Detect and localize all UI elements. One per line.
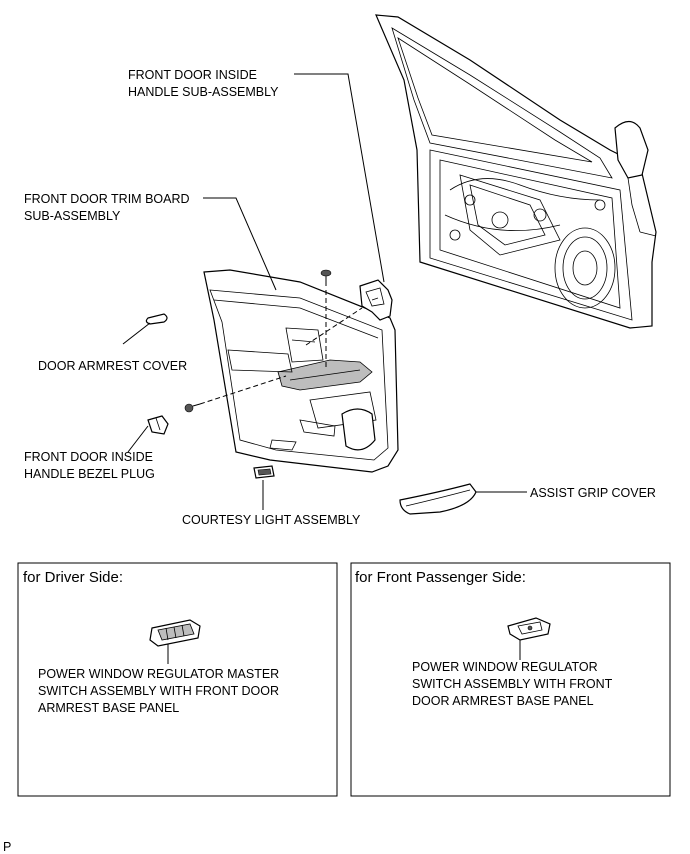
courtesy-light-illustration [253, 465, 275, 479]
driver-side-label: POWER WINDOW REGULATOR MASTER SWITCH ASS… [38, 667, 283, 715]
bezel-plug-illustration [147, 415, 169, 435]
trim-board-illustration [203, 269, 399, 473]
label-armrest-cover: DOOR ARMREST COVER [38, 359, 187, 373]
door-frame-illustration [375, 14, 657, 329]
passenger-side-label: POWER WINDOW REGULATOR SWITCH ASSEMBLY W… [412, 660, 616, 708]
armrest-cover-illustration [145, 313, 168, 325]
footer-code: P [3, 840, 11, 854]
driver-side-box: for Driver Side: POWER WINDOW REGULATOR … [17, 562, 338, 797]
passenger-side-title: for Front Passenger Side: [355, 569, 526, 586]
driver-side-title: for Driver Side: [23, 569, 123, 586]
assist-grip-cover-illustration [399, 483, 477, 515]
label-bezel-plug: FRONT DOOR INSIDE HANDLE BEZEL PLUG [24, 450, 156, 481]
label-trim-board: FRONT DOOR TRIM BOARD SUB-ASSEMBLY [24, 192, 193, 223]
label-inside-handle: FRONT DOOR INSIDE HANDLE SUB-ASSEMBLY [128, 68, 279, 99]
master-switch-illustration [149, 619, 201, 647]
passenger-side-box: for Front Passenger Side: POWER WINDOW R… [350, 562, 671, 797]
label-assist-grip: ASSIST GRIP COVER [530, 486, 656, 500]
screw-left [184, 403, 201, 413]
passenger-switch-illustration [507, 617, 551, 641]
inside-handle-illustration [359, 279, 393, 321]
label-courtesy-light: COURTESY LIGHT ASSEMBLY [182, 513, 361, 527]
screw-top [320, 269, 332, 286]
